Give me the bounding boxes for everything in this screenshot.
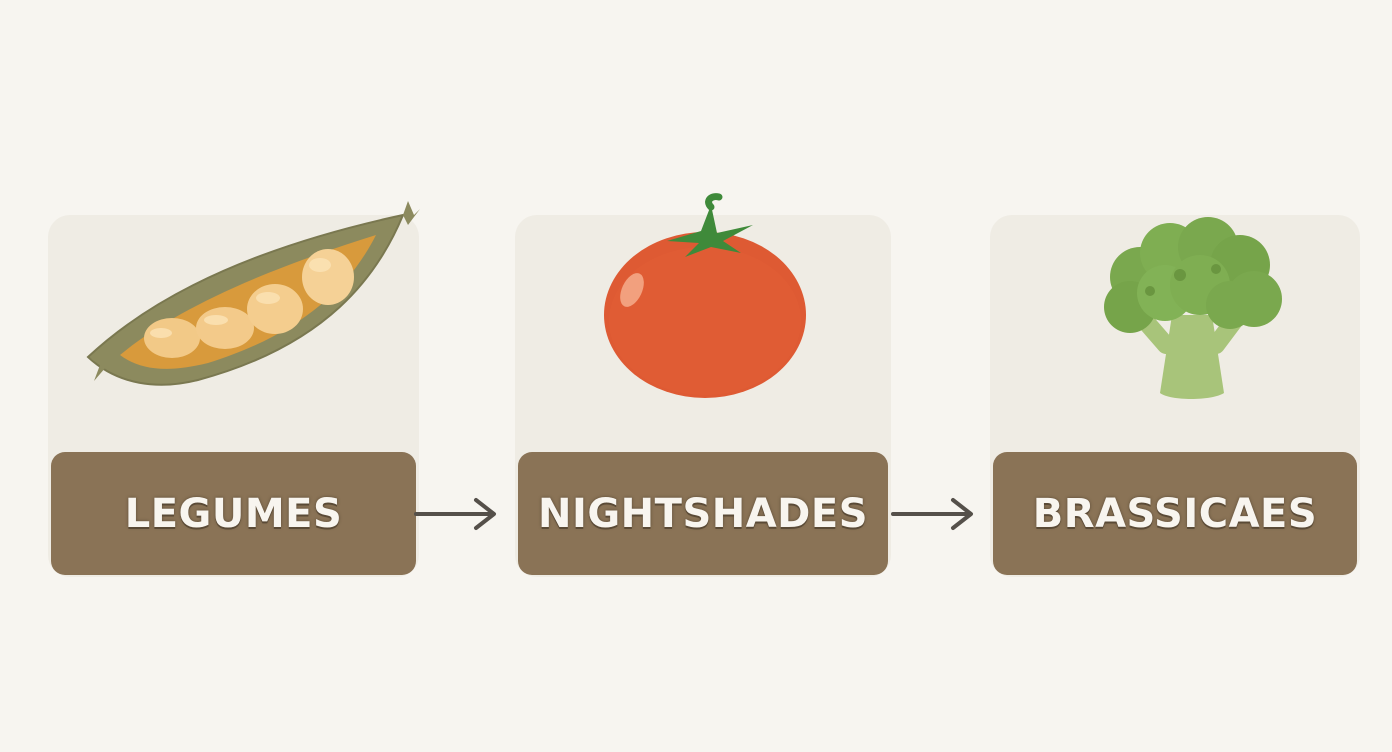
right-arrow-icon (891, 494, 977, 534)
step-card-brassicaes: BRASSICAES (990, 215, 1360, 577)
pea-pod-icon (48, 195, 420, 435)
step-card-legumes: LEGUMES (48, 201, 420, 577)
step-label-box: NIGHTSHADES (518, 452, 888, 575)
step-label: LEGUMES (124, 490, 343, 537)
step-card-nightshades: NIGHTSHADES (515, 193, 891, 577)
tomato-icon (515, 193, 891, 435)
right-arrow-icon (414, 494, 500, 534)
broccoli-icon (990, 195, 1360, 435)
step-label-box: LEGUMES (51, 452, 416, 575)
step-label-box: BRASSICAES (993, 452, 1357, 575)
step-label: NIGHTSHADES (537, 490, 869, 537)
step-label: BRASSICAES (1032, 490, 1318, 537)
